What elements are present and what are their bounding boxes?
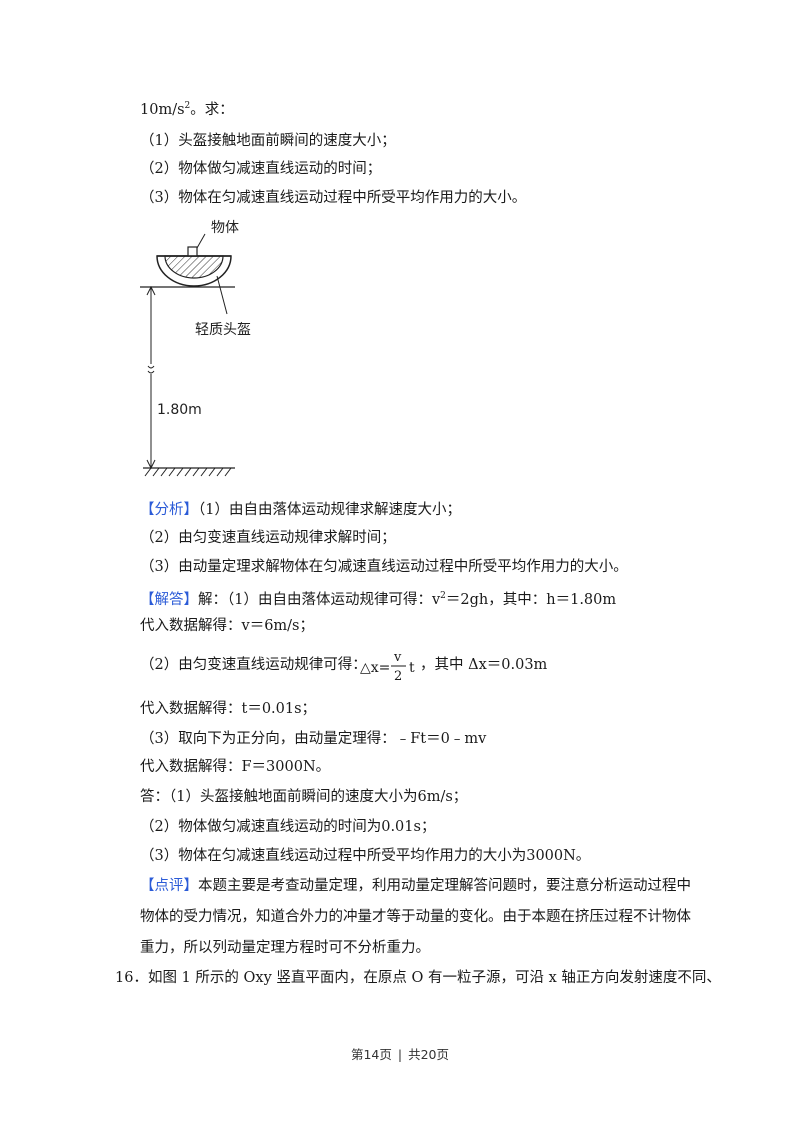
- analysis-tag: 【分析】: [140, 502, 198, 518]
- object-shape: [164, 255, 224, 279]
- page-number: 第14页: [350, 1047, 392, 1062]
- answer-line-2: 代入数据解得：v＝6m/s；: [140, 618, 314, 634]
- comment-line-2: 物体的受力情况，知道合外力的冲量才等于动量的变化。由于本题在挤压过程不计物体: [140, 909, 691, 925]
- page-total: 共20页: [408, 1047, 450, 1062]
- answer-line-5: （3）取向下为正分向，由动量定理得：﹣Ft＝0﹣mv: [140, 731, 487, 747]
- object-knob: [187, 246, 198, 257]
- next-question: 16．如图 1 所示的 Oxy 竖直平面内，在原点 O 有一粒子源，可沿 x 轴…: [115, 970, 721, 986]
- analysis-line-3: （3）由动量定理求解物体在匀减速直线运动过程中所受平均作用力的大小。: [140, 559, 628, 575]
- figure-label-helmet: 轻质头盔: [195, 322, 251, 338]
- answer-line-4: 代入数据解得：t＝0.01s；: [140, 701, 317, 717]
- formula-den: 2: [394, 669, 402, 684]
- figure-label-height: 1.80m: [157, 402, 202, 418]
- answer-line-8: （2）物体做匀减速直线运动的时间为0.01s；: [140, 819, 436, 835]
- formula-tail: t: [409, 660, 415, 676]
- footer-separator: |: [397, 1047, 403, 1062]
- comment-line-3: 重力，所以列动量定理方程时可不分析重力。: [140, 940, 430, 956]
- figure-label-object: 物体: [211, 220, 239, 236]
- comment-tag: 【点评】: [140, 878, 198, 894]
- question-1: （1）头盔接触地面前瞬间的速度大小；: [140, 133, 396, 149]
- intro-line: 10m/s2。求：: [140, 101, 234, 118]
- answer-line-7: 答：（1）头盔接触地面前瞬间的速度大小为6m/s；: [140, 789, 468, 805]
- answer-line-6: 代入数据解得：F＝3000N。: [140, 759, 331, 775]
- answer-line-1: 【解答】解：（1）由自由落体运动规律可得：v2＝2gh，其中：h＝1.80m: [140, 591, 617, 608]
- comment-line-1: 【点评】本题主要是考查动量定理，利用动量定理解答问题时，要注意分析运动过程中: [140, 878, 691, 894]
- answer-line-9: （3）物体在匀减速直线运动过程中所受平均作用力的大小为3000N。: [140, 848, 591, 864]
- analysis-line-2: （2）由匀变速直线运动规律求解时间；: [140, 530, 396, 546]
- question-2: （2）物体做匀减速直线运动的时间；: [140, 161, 382, 177]
- formula-num: v: [393, 650, 402, 665]
- answer-tag: 【解答】: [140, 591, 198, 608]
- answer-line-3a: （2）由匀变速直线运动规律可得：: [140, 657, 367, 673]
- analysis-line-1: 【分析】（1）由自由落体运动规律求解速度大小；: [140, 502, 461, 518]
- answer-line-3b: ，其中 Δx＝0.03m: [420, 657, 548, 673]
- formula-lhs: △x=: [360, 660, 390, 676]
- kinematics-formula: △x= v 2 t: [360, 650, 415, 684]
- helmet-drop-figure: 物体 轻质头盔 1.80m: [140, 220, 251, 477]
- question-3: （3）物体在匀减速直线运动过程中所受平均作用力的大小。: [140, 190, 527, 206]
- page-footer: 第14页 | 共20页: [0, 1044, 800, 1063]
